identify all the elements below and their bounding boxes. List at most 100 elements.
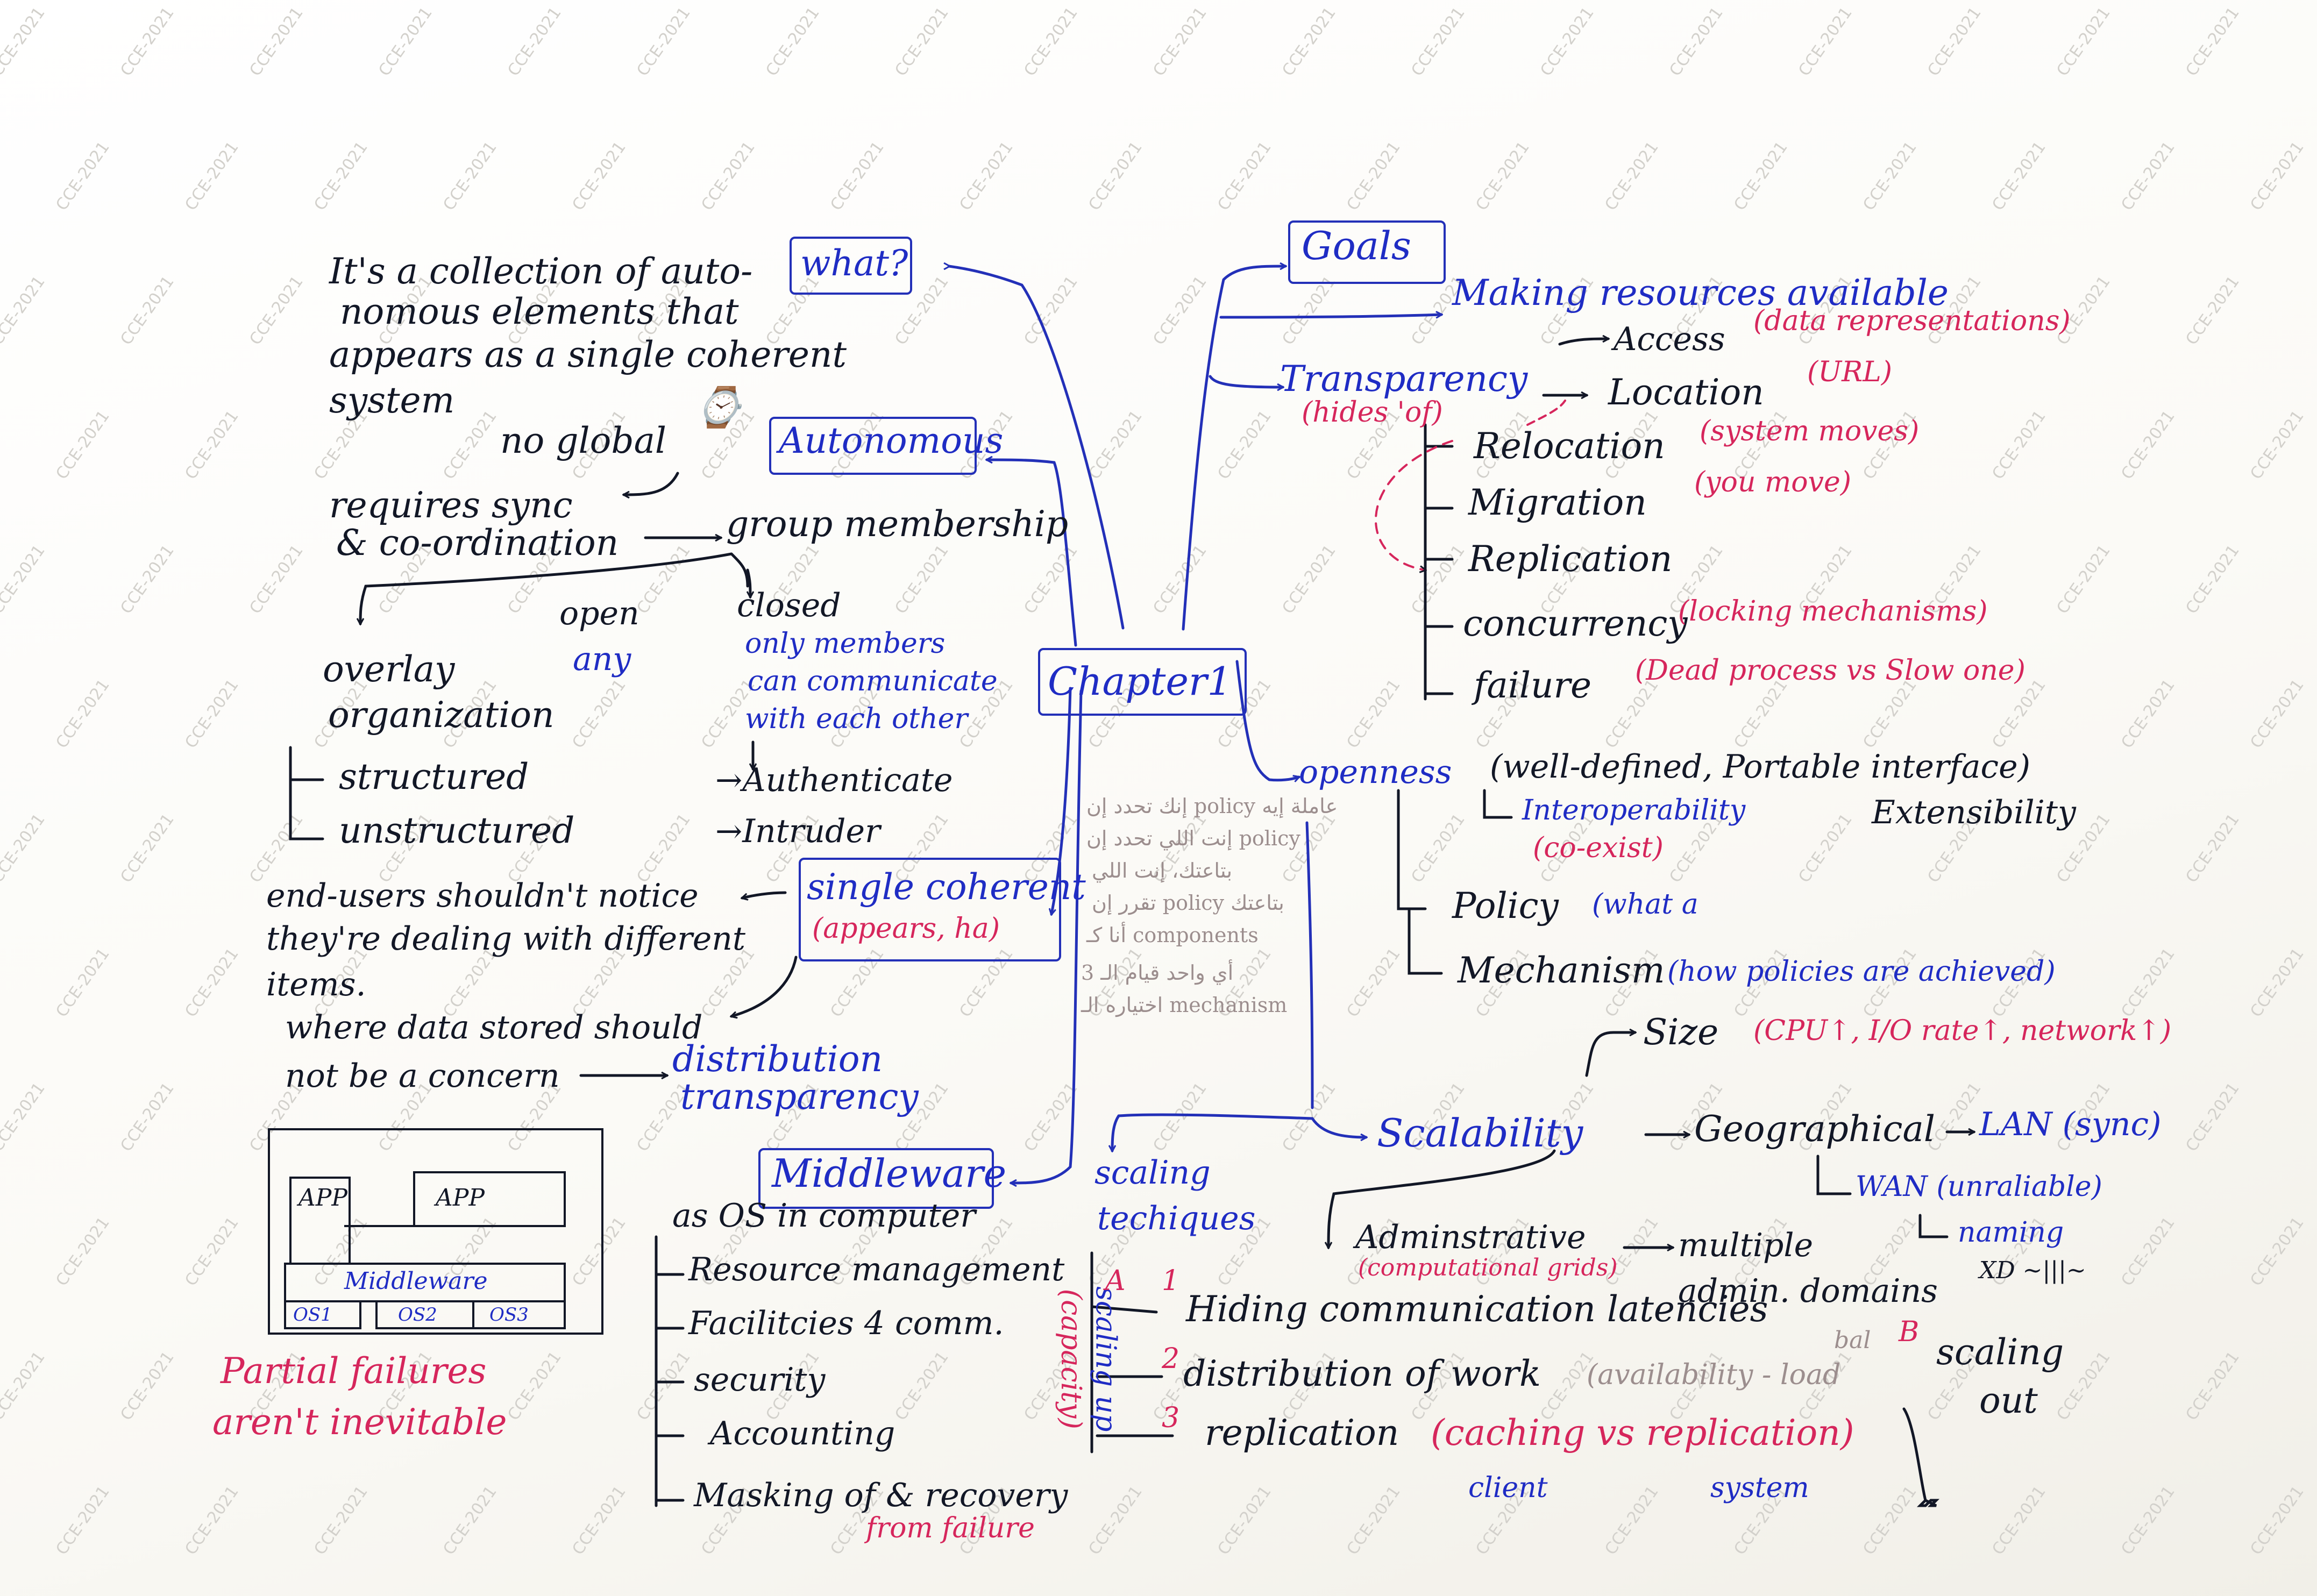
mechanism: Mechanism [1458, 950, 1665, 991]
scaling-out-line-1: scaling [1936, 1331, 2064, 1373]
middleware-item-5: Accounting [710, 1415, 895, 1452]
extensibility: Extensibility [1872, 794, 2076, 831]
transparency-concurrency: concurrency [1463, 603, 1688, 644]
transparency-relocation: Relocation [1474, 425, 1665, 467]
clock-icon: ⌚ [694, 384, 742, 430]
overlay-line-1: overlay [323, 649, 455, 690]
size-label: Size [1643, 1011, 1719, 1053]
middleware-item-4: security [694, 1361, 826, 1399]
arabic-note-2: إنت اللي تحدد إن policy [1086, 826, 1300, 850]
connector-wan [1816, 1155, 1949, 1238]
connector-what [949, 266, 1125, 630]
scaling-out-line-2: out [1979, 1380, 2038, 1421]
technique-distribution: distribution of work [1183, 1353, 1541, 1394]
middleware-item-2: Resource management [688, 1251, 1065, 1288]
xd-note: XD ~|||~ [1979, 1257, 2086, 1284]
goals-label: Goals [1302, 223, 1411, 268]
from-failure: from failure [866, 1512, 1035, 1544]
technique-hiding: Hiding communication latencies [1186, 1288, 1768, 1330]
technique-caching: (caching vs replication) [1431, 1412, 1854, 1454]
diagram-os3: OS3 [489, 1304, 529, 1326]
intruder-item: →Intruder [715, 813, 880, 850]
connector-scaling-out-bracket [1902, 1407, 1940, 1507]
middleware-item-3: Facilitcies 4 comm. [688, 1305, 1004, 1342]
technique-availability: (availability - load [1587, 1359, 1841, 1391]
autonomous-box [769, 417, 977, 475]
distribution-line-1: distribution [672, 1038, 883, 1080]
middleware-diagram [268, 1128, 603, 1335]
arabic-note-1: إنك تحدد إن policy عاملة إيه [1086, 794, 1338, 818]
closed-label: closed [737, 587, 841, 624]
connector-scaling [1112, 1113, 1314, 1151]
connector-autonomous [987, 460, 1077, 647]
multiple-line-2: admin. domains [1678, 1272, 1938, 1310]
connector-middleware [1011, 689, 1083, 1183]
distribution-line-2: transparency [680, 1076, 919, 1117]
technique-num-2: 2 [1162, 1343, 1180, 1375]
connector-overlay [289, 746, 324, 840]
caching-client: client [1468, 1472, 1548, 1504]
single-coherent-box [799, 858, 1061, 961]
transparency-migration-note: (you move) [1694, 466, 1852, 498]
lan-label: LAN (sync) [1979, 1106, 2162, 1143]
transparency-relocation-note: (system moves) [1700, 415, 1920, 447]
requires-line-2: & co-ordination [336, 522, 619, 564]
middleware-item-6: Masking of & recovery [694, 1477, 1068, 1514]
goal-1: Making resources available [1452, 272, 1949, 314]
admin-note: (computational grids) [1358, 1254, 1618, 1281]
interoperability: Interoperability [1522, 794, 1746, 826]
arabic-note-4: تقرر إن policy بتاعتك [1092, 891, 1284, 915]
authenticate-item: →Authenticate [715, 761, 953, 799]
single-coherent-label: single coherent [807, 866, 1086, 908]
goal-2: Transparency [1280, 358, 1528, 400]
scaling-label-2: techiques [1097, 1200, 1256, 1237]
connector-admin [1328, 1149, 1556, 1248]
notice-line-1: end-users shouldn't notice [266, 877, 699, 915]
goal-2-note: (hides 'of) [1302, 396, 1443, 429]
what-label: what? [800, 243, 908, 284]
connector-relocation-migration-dash [1375, 440, 1453, 570]
structured-item: structured [339, 756, 529, 797]
transparency-concurrency-note: (locking mechanisms) [1678, 595, 1988, 628]
naming-label: naming [1958, 1216, 2064, 1249]
connector-notice [742, 891, 787, 898]
diagram-app-left: APP [298, 1184, 347, 1212]
chapter-box [1038, 648, 1247, 716]
requires-line-1: requires sync [329, 484, 573, 526]
connector-g2-dash [1526, 400, 1566, 426]
scaling-label-1: scaling [1094, 1154, 1211, 1192]
arabic-note-6: أي واحد قيام الـ 3 [1081, 961, 1234, 985]
middleware-label: Middleware [772, 1151, 1007, 1196]
connector-middleware-list [655, 1235, 685, 1507]
chapter-title: Chapter1 [1048, 659, 1232, 704]
connector-goal4-arrow [1311, 1117, 1366, 1137]
size-note: (CPU↑, I/O rate↑, network↑) [1753, 1015, 2172, 1047]
scaling-b-marker: B [1899, 1316, 1920, 1348]
transparency-location: Location [1608, 372, 1764, 413]
diagram-os1: OS1 [293, 1304, 332, 1326]
middleware-item-1: as OS in computer [672, 1197, 976, 1235]
notice-line-3: items. [266, 966, 366, 1003]
connector-goal4 [1305, 821, 1314, 1109]
transparency-access-note: (data representations) [1753, 305, 2071, 337]
connector-group-branches [360, 552, 749, 624]
goal-3: openness [1299, 753, 1452, 791]
diagram-middleware: Middleware [344, 1267, 488, 1295]
connector-policy [1397, 789, 1443, 975]
coexist-note: (co-exist) [1533, 832, 1664, 864]
closed-note-3: with each other [745, 703, 968, 735]
connector-access [1558, 339, 1608, 346]
connector-no-global [624, 472, 679, 495]
partial-failures-line-2: aren't inevitable [212, 1401, 507, 1443]
any-label: any [573, 640, 631, 678]
diagram-app-right: APP [436, 1184, 485, 1212]
connector-size [1585, 1032, 1635, 1077]
policy-note: (what a [1592, 888, 1698, 921]
where-line-1: where data stored should [285, 1009, 703, 1046]
caching-system: system [1710, 1472, 1809, 1504]
closed-note-1: only members [745, 628, 946, 660]
wan-label: WAN (unraliable) [1856, 1171, 2102, 1203]
transparency-migration: Migration [1468, 482, 1647, 523]
connector-subitems [1424, 423, 1454, 701]
